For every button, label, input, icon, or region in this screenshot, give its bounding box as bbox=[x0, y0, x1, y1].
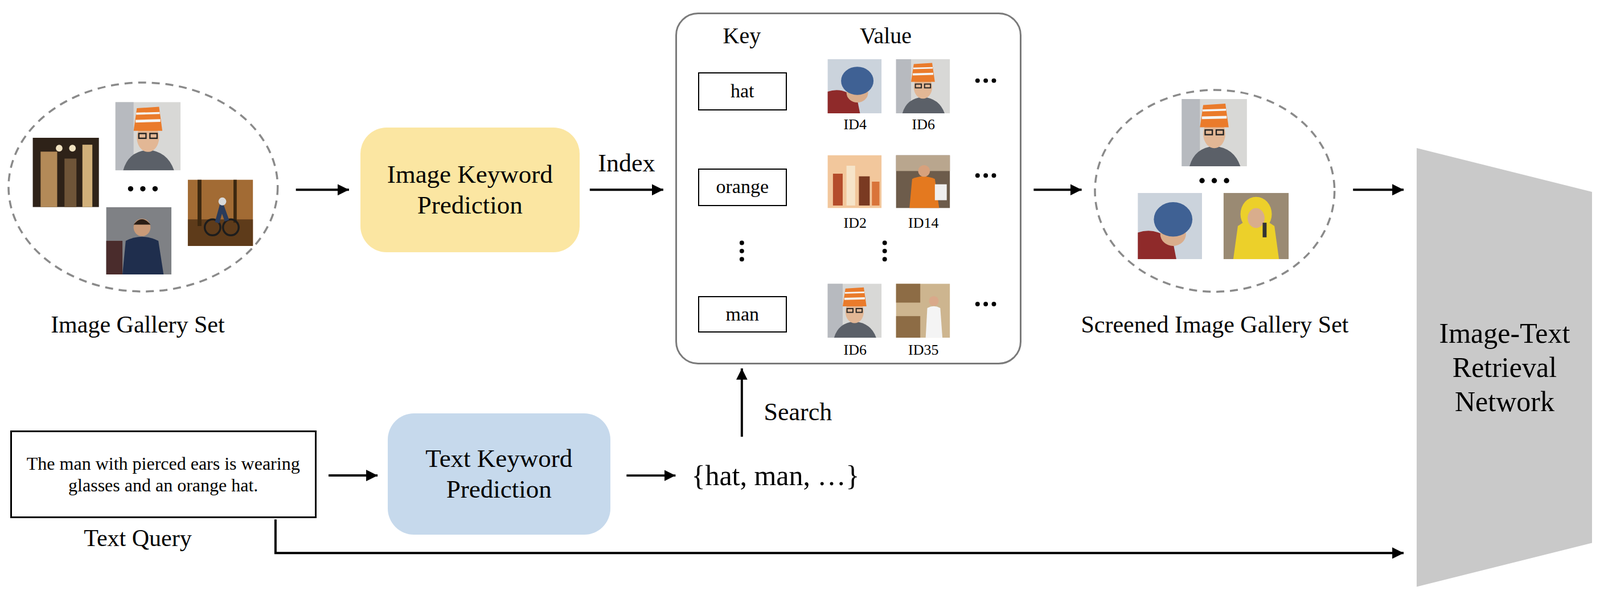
key-box: man bbox=[698, 296, 787, 334]
edge-label: Index bbox=[597, 149, 655, 178]
query-box: The man with pierced ears is wearing gla… bbox=[10, 430, 317, 519]
node-label: Image-Text Retrieval Network bbox=[1425, 316, 1583, 419]
photo bbox=[32, 137, 99, 208]
id-label: ID35 bbox=[908, 341, 939, 359]
id-label: ID4 bbox=[843, 116, 867, 133]
dashed-ellipse bbox=[8, 82, 278, 292]
arrow-connector bbox=[328, 474, 378, 477]
process-box: Image Keyword Prediction bbox=[360, 127, 580, 253]
node-heading: Screened Image Gallery Set bbox=[1080, 311, 1349, 338]
node-label: The man with pierced ears is wearing gla… bbox=[21, 452, 306, 497]
process-box: Text Keyword Prediction bbox=[387, 413, 611, 535]
arrow-connector bbox=[1352, 188, 1404, 191]
photo bbox=[895, 154, 950, 208]
arrow-connector bbox=[1033, 188, 1082, 191]
ellipsis-dots bbox=[1199, 178, 1229, 184]
photo bbox=[827, 283, 882, 338]
node-heading: Value bbox=[859, 23, 912, 49]
dashed-ellipse bbox=[1094, 89, 1335, 292]
node-label: Text Keyword Prediction bbox=[401, 442, 596, 505]
photo bbox=[1223, 193, 1290, 260]
gallery-set: Image Gallery Set bbox=[7, 81, 280, 293]
trapezoid-shape bbox=[1416, 148, 1593, 588]
screened-gallery-set: Screened Image Gallery Set bbox=[1093, 88, 1336, 293]
photo bbox=[187, 179, 254, 246]
retrieval-network: Image-Text Retrieval Network bbox=[1416, 148, 1593, 588]
arrow-connector bbox=[589, 188, 664, 191]
annotation: Search bbox=[764, 398, 833, 426]
dashed-ellipse bbox=[1093, 88, 1336, 293]
photo bbox=[105, 207, 172, 275]
id-label: ID14 bbox=[908, 215, 939, 232]
ellipsis-dots bbox=[128, 186, 158, 192]
arrow-connector bbox=[296, 188, 350, 191]
node-label: orange bbox=[715, 175, 769, 199]
node-heading: Key bbox=[723, 23, 762, 49]
photo bbox=[895, 59, 950, 114]
keyword-set: {hat, man, …} bbox=[691, 460, 860, 492]
node-heading: Image Gallery Set bbox=[50, 311, 225, 338]
photo bbox=[827, 59, 882, 114]
node-label: hat bbox=[730, 79, 755, 104]
node-heading: Text Query bbox=[83, 524, 192, 552]
key-box: orange bbox=[698, 168, 787, 207]
key-value-index: Key Value hat orange man bbox=[675, 12, 1022, 365]
id-label: ID6 bbox=[912, 116, 935, 133]
key-box: hat bbox=[698, 72, 787, 110]
node-label: Image Keyword Prediction bbox=[372, 158, 567, 221]
arrow bbox=[740, 368, 744, 437]
photo bbox=[1181, 99, 1247, 167]
node-label: man bbox=[725, 302, 760, 327]
id-label: ID6 bbox=[843, 341, 867, 359]
photo bbox=[895, 283, 950, 338]
dashed-ellipse bbox=[7, 81, 280, 293]
id-label: ID2 bbox=[843, 215, 867, 232]
photo bbox=[115, 101, 182, 171]
arrow bbox=[626, 474, 676, 477]
photo bbox=[1137, 193, 1202, 260]
photo bbox=[827, 154, 882, 208]
